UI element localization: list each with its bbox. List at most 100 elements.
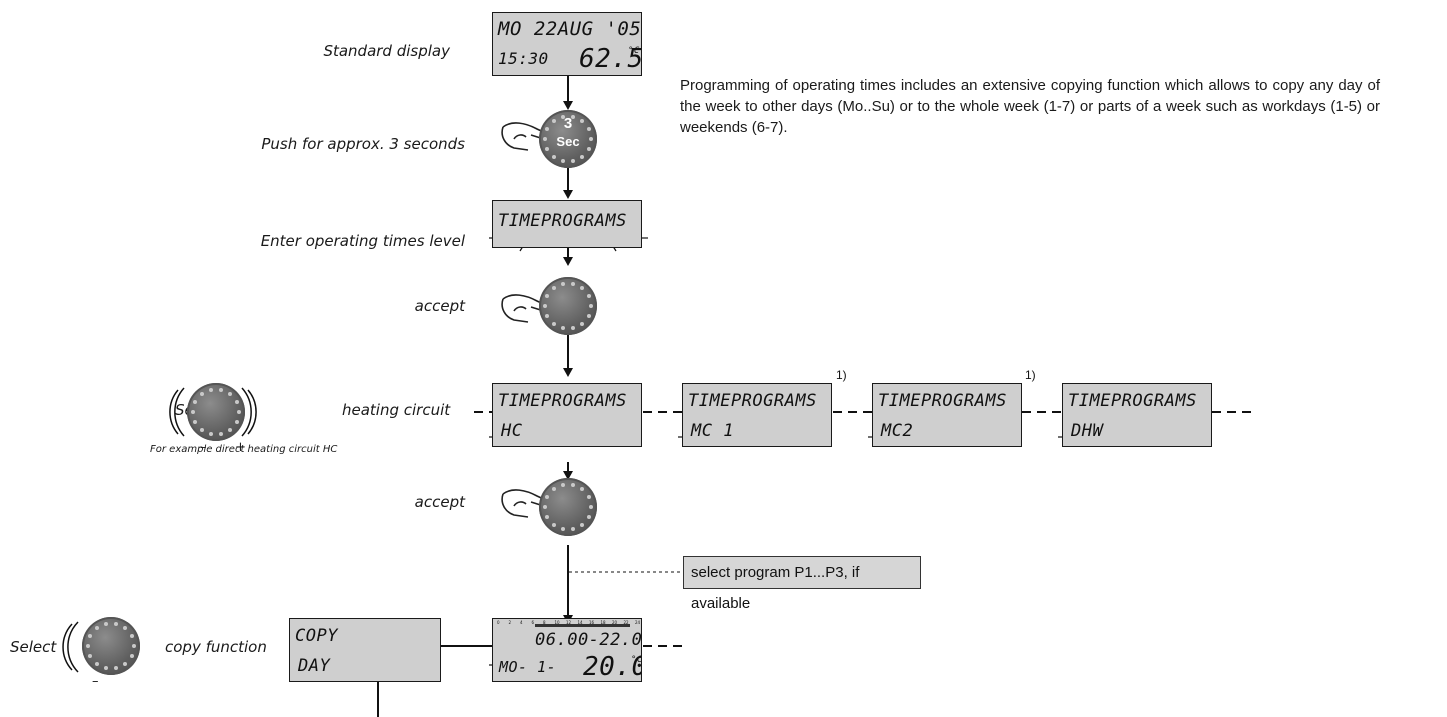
knob-grip-dot <box>200 428 204 432</box>
knob-grip-dot <box>130 654 134 658</box>
knob-grip-dot <box>589 304 593 308</box>
knob-grip-dot <box>191 410 195 414</box>
arrowhead-1 <box>563 101 573 110</box>
hour-tick-label: 2 <box>509 620 512 625</box>
knob-grip-dot <box>561 282 565 286</box>
knob-grip-dot <box>571 115 575 119</box>
label-enter-level: Enter operating times level <box>261 232 465 250</box>
select-program-box: select program P1...P3, if available <box>683 556 921 589</box>
label-copy-function: copy function <box>165 638 267 656</box>
lcd-mc1-circuit: MC 1 <box>691 423 734 440</box>
label-heating-circuit: heating circuit <box>342 401 450 419</box>
rotary-knob-accept-2[interactable] <box>539 478 597 536</box>
knob-grip-dot <box>552 322 556 326</box>
knob-grip-dot <box>114 622 118 626</box>
lcd-dhw-circuit: DHW <box>1071 423 1103 440</box>
lcd-dhw-title: TIMEPROGRAMS <box>1068 393 1197 410</box>
knob-grip-dot <box>589 505 593 509</box>
knob-grip-dot <box>545 147 549 151</box>
lcd-hc-circuit: HC <box>501 423 522 440</box>
knob-grip-dot <box>561 527 565 531</box>
rotary-knob-select-2[interactable] <box>82 617 140 675</box>
lcd-mc1-title: TIMEPROGRAMS <box>688 393 817 410</box>
knob-grip-dot <box>200 392 204 396</box>
knob-grip-dot <box>193 420 197 424</box>
knob-grip-dot <box>209 388 213 392</box>
footnote-mc1: 1) <box>836 368 847 382</box>
knob-grip-dot <box>571 483 575 487</box>
knob-grip-dot <box>580 487 584 491</box>
label-standard-display: Standard display <box>323 42 450 60</box>
lcd-program-unit: °C <box>631 656 642 665</box>
minus-sign: – <box>200 440 207 455</box>
knob-grip-dot <box>114 666 118 670</box>
knob-grip-dot <box>235 400 239 404</box>
rotary-knob-push-3s[interactable]: 3 Sec <box>539 110 597 168</box>
knob-grip-dot <box>580 155 584 159</box>
lcd-copy-sub: DAY <box>298 658 330 675</box>
rotary-knob-select-1[interactable] <box>187 383 245 441</box>
knob-grip-dot <box>88 654 92 658</box>
label-accept-2: accept <box>415 493 465 511</box>
knob-grip-dot <box>219 388 223 392</box>
lcd-hc-title: TIMEPROGRAMS <box>498 393 627 410</box>
knob-grip-dot <box>552 155 556 159</box>
plus-sign: + <box>235 440 246 455</box>
lcd-dhw: TIMEPROGRAMS DHW <box>1062 383 1212 447</box>
knob-grip-dot <box>571 159 575 163</box>
lcd-mc2-title: TIMEPROGRAMS <box>878 393 1007 410</box>
label-select-2: Select <box>10 638 56 656</box>
knob-grip-dot <box>95 662 99 666</box>
lcd-program-day: MO- 1- <box>499 660 556 675</box>
lcd-copy-title: COPY <box>295 628 338 645</box>
knob-grip-dot <box>123 626 127 630</box>
knob-grip-dot <box>587 294 591 298</box>
knob-grip-dot <box>580 322 584 326</box>
knob-grip-dot <box>580 523 584 527</box>
knob-grip-dot <box>543 137 547 141</box>
knob-grip-dot <box>552 523 556 527</box>
knob-grip-dot <box>561 115 565 119</box>
lcd-mc1: TIMEPROGRAMS MC 1 <box>682 383 832 447</box>
knob-grip-dot <box>209 432 213 436</box>
hour-tick-label: 6 <box>532 620 535 625</box>
knob-grip-dot <box>552 119 556 123</box>
knob-grip-dot <box>587 314 591 318</box>
knob-grip-dot <box>587 495 591 499</box>
knob-grip-dot <box>561 159 565 163</box>
hour-tick-label: 4 <box>520 620 523 625</box>
knob-grip-dot <box>193 400 197 404</box>
lcd-program-bar <box>535 624 630 627</box>
knob-grip-dot <box>561 483 565 487</box>
knob-grip-dot <box>104 666 108 670</box>
knob-grip-dot <box>88 634 92 638</box>
knob-grip-dot <box>552 286 556 290</box>
knob-grip-dot <box>543 304 547 308</box>
lcd-mc2-circuit: MC2 <box>881 423 913 440</box>
lcd-time: 15:30 <box>498 51 549 67</box>
knob-grip-dot <box>95 626 99 630</box>
knob-grip-dot <box>571 282 575 286</box>
rotary-knob-accept-1[interactable] <box>539 277 597 335</box>
knob-grip-dot <box>571 326 575 330</box>
footnote-mc2: 1) <box>1025 368 1036 382</box>
knob-grip-dot <box>86 644 90 648</box>
label-push-3s: Push for approx. 3 seconds <box>261 135 465 153</box>
knob-grip-dot <box>235 420 239 424</box>
hour-tick-label: 24 <box>635 620 640 625</box>
knob-grip-dot <box>219 432 223 436</box>
arrowhead-2 <box>563 190 573 199</box>
lcd-timeprograms-title: TIMEPROGRAMS <box>498 213 627 230</box>
lcd-hc: TIMEPROGRAMS HC <box>492 383 642 447</box>
knob-grip-dot <box>552 487 556 491</box>
knob-grip-dot <box>545 495 549 499</box>
hour-tick-label: 0 <box>497 620 500 625</box>
knob-grip-dot <box>587 515 591 519</box>
knob-grip-dot <box>545 314 549 318</box>
arrowhead-4 <box>563 368 573 377</box>
knob-grip-dot <box>587 147 591 151</box>
knob-grip-dot <box>561 326 565 330</box>
knob-grip-dot <box>228 428 232 432</box>
